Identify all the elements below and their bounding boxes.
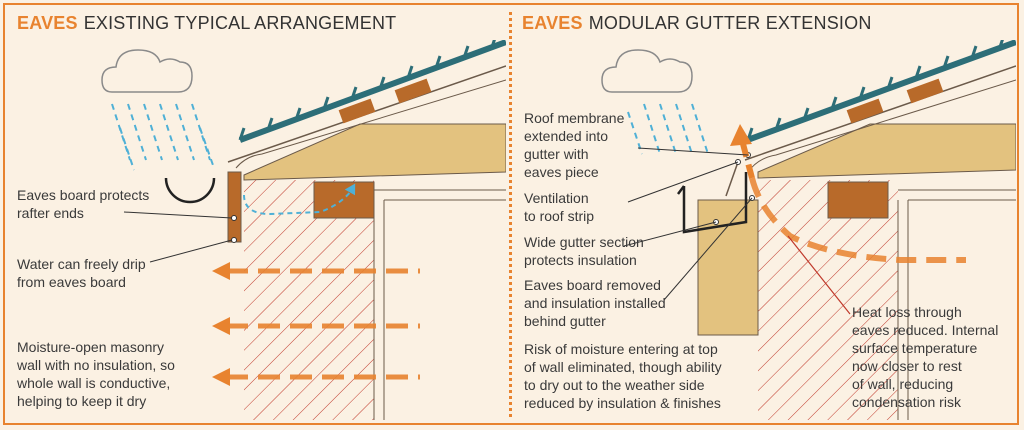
rain [627, 103, 709, 155]
masonry-wall-hatch [244, 180, 374, 420]
water-path [243, 189, 353, 216]
rain-cloud [101, 49, 193, 93]
rain [111, 103, 215, 171]
wall-plate [313, 181, 375, 219]
wide-gutter [682, 172, 748, 234]
ventilation-arrow [730, 124, 966, 263]
roof-batten [338, 98, 376, 124]
panel-divider [509, 12, 512, 417]
roof-batten [394, 78, 432, 104]
roof-tiles [238, 40, 506, 143]
gutter [164, 177, 216, 204]
wall-plate [827, 181, 889, 219]
masonry-wall-hatch [758, 180, 898, 420]
roof-batten [846, 98, 884, 124]
ceiling-insulation [243, 123, 506, 181]
rain-cloud [601, 49, 693, 93]
roof-tiles [740, 40, 1016, 145]
roof-batten [906, 78, 944, 104]
ceiling-insulation [757, 123, 1016, 179]
eaves-board [227, 171, 242, 243]
external-insulation [697, 199, 759, 336]
heat-loss-arrows [212, 262, 420, 386]
